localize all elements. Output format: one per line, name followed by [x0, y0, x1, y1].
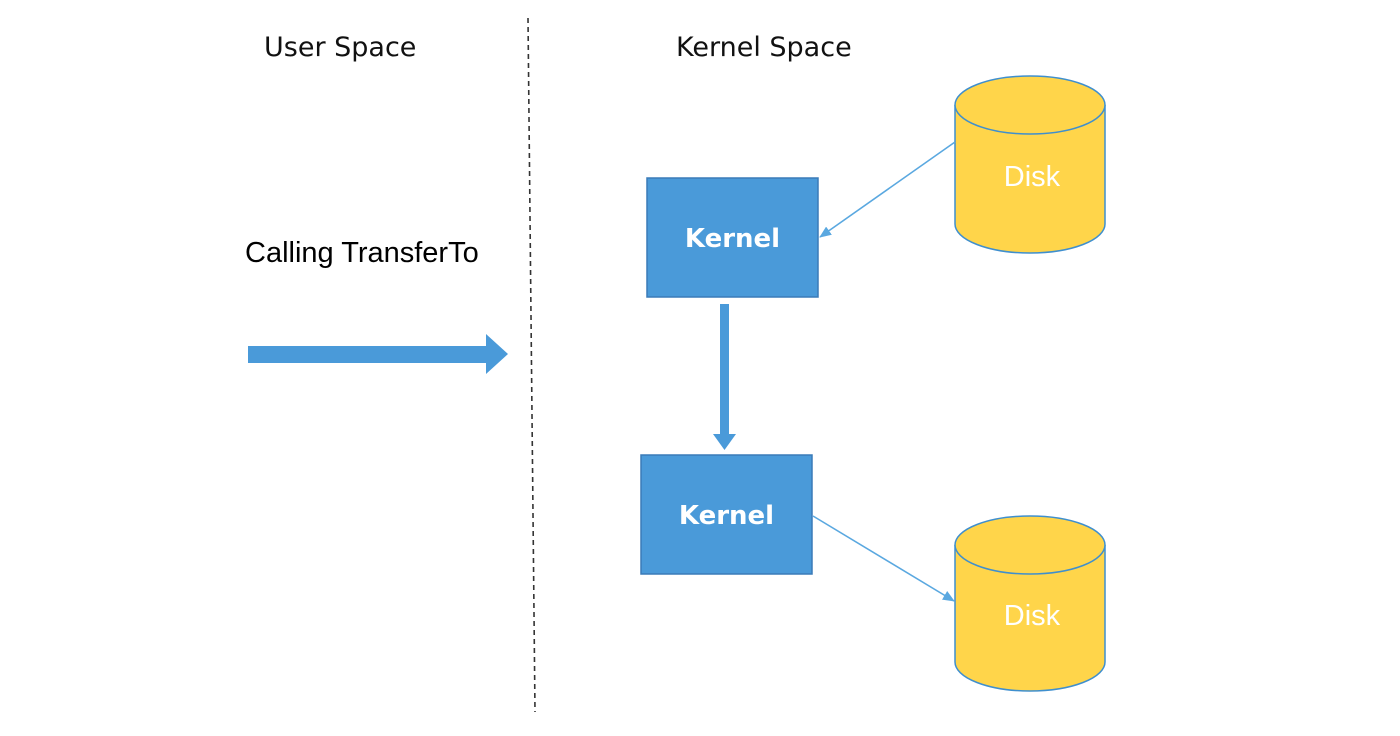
disk-to-kernel-arrow: [819, 141, 956, 238]
disk-label-top: Disk: [1004, 161, 1061, 193]
kernel-to-kernel-arrow: [713, 304, 736, 450]
kernel-box-top: Kernel: [646, 177, 819, 298]
calling-transferto-caption: Calling TransferTo: [245, 237, 479, 269]
kernel-label-top: Kernel: [685, 224, 780, 254]
kernel-space-heading: Kernel Space: [676, 32, 852, 63]
call-arrow: [248, 334, 508, 374]
kernel-label-bottom: Kernel: [679, 501, 774, 531]
disk-top: Disk: [954, 75, 1106, 254]
disk-bottom: Disk: [954, 515, 1106, 692]
space-divider: [527, 17, 536, 713]
kernel-to-disk-arrow: [812, 515, 955, 602]
kernel-box-bottom: Kernel: [640, 454, 813, 575]
disk-label-bottom: Disk: [1004, 600, 1061, 632]
user-space-heading: User Space: [264, 32, 416, 63]
